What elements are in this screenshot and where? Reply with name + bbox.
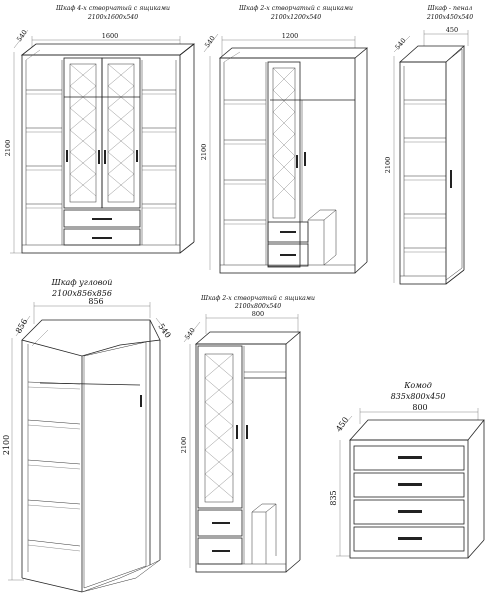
wardrobe-2-door-800-height: 2100 bbox=[180, 437, 188, 454]
chest-size: 835х800х450 bbox=[391, 392, 446, 401]
wardrobe-2-door-1200-height: 2100 bbox=[200, 144, 208, 161]
chest-of-drawers: Комод 835х800х450 800 450 835 bbox=[329, 381, 485, 559]
chest-depth: 450 bbox=[334, 415, 350, 433]
wardrobe-2-door-800-width: 800 bbox=[252, 310, 264, 318]
wardrobe-corner-title: Шкаф угловой bbox=[51, 278, 113, 287]
wardrobe-2-door-1200-width: 1200 bbox=[282, 32, 299, 40]
wardrobe-2-door-1200-title: Шкаф 2-х створчатый с ящиками bbox=[238, 5, 353, 12]
wardrobe-2-door-1200: Шкаф 2-х створчатый с ящиками 2100х1200х… bbox=[200, 5, 369, 274]
wardrobe-2-door-1200-depth: 540 bbox=[203, 34, 217, 49]
wardrobe-4-door-title: Шкаф 4-х створчатый с ящиками bbox=[55, 5, 170, 12]
wardrobe-4-door-height: 2100 bbox=[4, 140, 12, 157]
chest-title: Комод bbox=[403, 381, 432, 390]
wardrobe-corner-width: 856 bbox=[88, 297, 103, 306]
chest-width: 800 bbox=[412, 403, 427, 412]
wardrobe-2-door-800-title: Шкаф 2-х створчатый с ящиками bbox=[200, 295, 315, 302]
wardrobe-pencil-size: 2100х450х540 bbox=[426, 14, 473, 21]
wardrobe-4-door-size: 2100х1600х540 bbox=[87, 14, 138, 21]
wardrobe-4-door-depth: 540 bbox=[15, 28, 29, 43]
wardrobe-2-door-800-size: 2100х800х540 bbox=[234, 303, 281, 310]
wardrobe-2-door-800: Шкаф 2-х створчатый с ящиками 2100х800х5… bbox=[180, 295, 315, 573]
chest-height: 835 bbox=[329, 490, 338, 505]
wardrobe-pencil-title: Шкаф - пенал bbox=[427, 5, 473, 12]
wardrobe-4-door: Шкаф 4-х створчатый с ящиками 2100х1600х… bbox=[4, 5, 196, 254]
wardrobe-pencil-width: 450 bbox=[446, 26, 458, 34]
wardrobe-pencil-height: 2100 bbox=[384, 157, 392, 174]
wardrobe-corner-size: 2100х856х856 bbox=[51, 289, 112, 298]
wardrobe-corner-height: 2100 bbox=[2, 435, 11, 455]
wardrobe-pencil-depth: 540 bbox=[393, 37, 407, 52]
wardrobe-4-door-width: 1600 bbox=[102, 32, 119, 40]
wardrobe-2-door-1200-size: 2100х1200х540 bbox=[270, 14, 321, 21]
wardrobe-pencil: Шкаф - пенал 2100х450х540 450 540 2100 bbox=[384, 5, 473, 285]
wardrobe-corner: Шкаф угловой 2100х856х856 856 856 540 21… bbox=[2, 278, 172, 593]
